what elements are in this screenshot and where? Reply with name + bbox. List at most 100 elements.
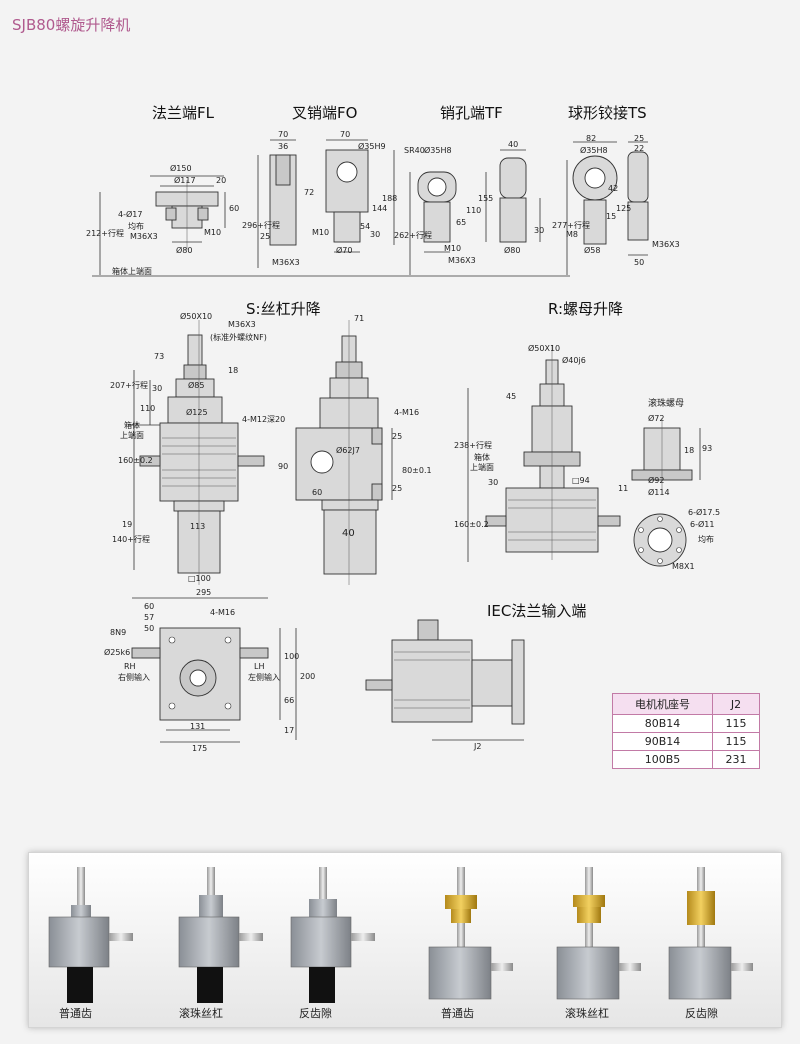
dim-label: (标准外螺纹NF) — [210, 333, 267, 342]
dim-label: M10 — [444, 244, 462, 253]
page-title: SJB80螺旋升降机 — [12, 16, 131, 34]
table-header: 电机机座号 — [611, 693, 714, 715]
dim-label: 144 — [372, 204, 388, 213]
dim-label: 19 — [122, 520, 133, 529]
dim-label: □94 — [572, 476, 590, 485]
jack-plain-nut — [428, 867, 513, 1000]
dim-label: 93 — [702, 444, 713, 453]
table-cell: 115 — [712, 732, 760, 751]
dim-label: 262+行程 — [394, 231, 432, 240]
dim-label: 18 — [684, 446, 695, 455]
dim-label: 4-Ø17 — [118, 210, 143, 219]
table-row: 100B5 231 — [611, 750, 760, 769]
dim-label: 65 — [456, 218, 467, 227]
dim-label: 60 — [229, 204, 240, 213]
dim-label: M8 — [566, 230, 578, 239]
dim-label: M8X1 — [672, 562, 695, 571]
technical-drawing — [92, 139, 701, 743]
dim-label: Ø92 — [648, 476, 665, 485]
dim-label: 73 — [154, 352, 165, 361]
iec-drawing — [365, 619, 525, 741]
dim-label: 60 — [312, 488, 323, 497]
dim-label: 6-Ø17.5 — [688, 508, 721, 517]
dim-label: Ø117 — [174, 176, 196, 185]
dim-label: Ø40j6 — [562, 356, 586, 365]
dim-label: 6-Ø11 — [690, 520, 715, 529]
dim-label: 57 — [144, 613, 155, 622]
dim-label: M36X3 — [272, 258, 300, 267]
product-illustrations — [48, 867, 753, 1003]
dim-label: 25 — [260, 232, 271, 241]
section-title-iec: IEC法兰输入端 — [487, 602, 587, 620]
s-side-drawing — [295, 320, 393, 585]
dim-label: 均布 — [698, 535, 714, 544]
dim-label: Ø50X10 — [180, 312, 213, 321]
dim-label: Ø35H8 — [424, 146, 452, 155]
motor-frame-table: 电机机座号 J2 80B14 115 90B14 115 100B5 231 — [611, 693, 760, 769]
dim-label: 25 — [392, 484, 403, 493]
dim-label: 30 — [488, 478, 499, 487]
dim-label: 110 — [466, 206, 482, 215]
dim-label: 125 — [616, 204, 632, 213]
section-title-r: R:螺母升降 — [548, 300, 624, 318]
plan-view-drawing — [131, 597, 297, 743]
dim-label: M36X3 — [130, 232, 158, 241]
dim-label: 160±0.2 — [454, 520, 489, 529]
dim-label: 8N9 — [110, 628, 127, 637]
dim-label: Ø114 — [648, 488, 670, 497]
dim-label: Ø125 — [186, 408, 208, 417]
fl-drawing — [99, 175, 226, 275]
jack-plain — [48, 867, 133, 1003]
dim-label: SR40 — [404, 146, 425, 155]
dim-label: 左侧输入 — [248, 673, 280, 682]
dim-label: 238+行程 — [454, 441, 492, 450]
dim-label: 155 — [478, 194, 494, 203]
dim-label: 212+行程 — [86, 229, 124, 238]
photo-label: 反齿隙 — [299, 1007, 332, 1020]
dim-label: 42 — [608, 184, 619, 193]
dim-label: M10 — [204, 228, 222, 237]
table-header: J2 — [712, 693, 760, 715]
dim-label: 箱体上端面 — [112, 267, 152, 276]
product-photo-strip: 普通齿 滚珠丝杠 反齿隙 普通齿 滚珠丝杠 反齿隙 — [28, 852, 782, 1028]
dim-label: M10 — [312, 228, 330, 237]
table-cell: 100B5 — [611, 750, 714, 769]
dim-label: 20 — [216, 176, 227, 185]
dim-label: 36 — [278, 142, 289, 151]
dim-label: Ø72 — [648, 414, 665, 423]
r-front-drawing — [467, 345, 621, 562]
dim-label: Ø50X10 — [528, 344, 561, 353]
dim-label: Ø62J7 — [336, 446, 360, 455]
dim-label: 113 — [190, 522, 206, 531]
dim-label: 40 — [508, 140, 519, 149]
dim-label: 22 — [634, 144, 645, 153]
dim-label: 54 — [360, 222, 371, 231]
dim-label: 110 — [140, 404, 156, 413]
dim-label: LH — [254, 662, 265, 671]
dim-label: 50 — [634, 258, 645, 267]
dim-label: Ø80 — [504, 246, 521, 255]
dim-label: 25 — [392, 432, 403, 441]
ts-drawing — [566, 141, 649, 275]
dim-label: Ø85 — [188, 381, 205, 390]
photo-label: 普通齿 — [59, 1007, 92, 1020]
dim-label: Ø150 — [170, 164, 192, 173]
dim-label: 25 — [634, 134, 645, 143]
dim-label: 90 — [278, 462, 289, 471]
dim-label: 17 — [284, 726, 295, 735]
photo-label: 滚珠丝杠 — [179, 1007, 223, 1020]
section-title-fl: 法兰端FL — [152, 104, 214, 122]
dim-label: 100 — [284, 652, 300, 661]
dim-label: 50 — [144, 624, 155, 633]
section-title-s: S:丝杠升降 — [246, 300, 321, 318]
dim-label: 131 — [190, 722, 206, 731]
dim-label: Ø35H8 — [580, 146, 608, 155]
table-cell: 231 — [712, 750, 760, 769]
dim-label: Ø58 — [584, 246, 601, 255]
jack-ball — [178, 867, 263, 1003]
photo-label: 反齿隙 — [685, 1007, 718, 1020]
dim-label: 295 — [196, 588, 212, 597]
dim-label: 30 — [370, 230, 381, 239]
dimension-labels: Ø150 Ø117 4-Ø17 均布 M36X3 M10 Ø80 60 20 2… — [86, 130, 721, 753]
dim-label: 45 — [506, 392, 517, 401]
